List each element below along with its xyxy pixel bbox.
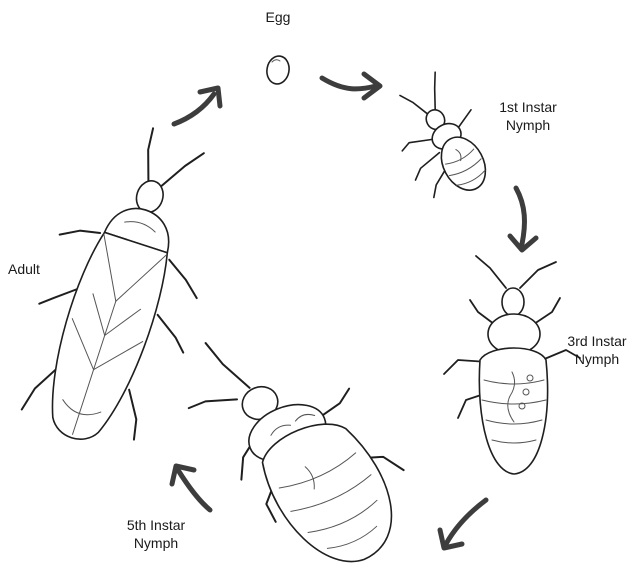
- third-instar-label-line1: 3rd Instar: [560, 332, 634, 350]
- arrow-egg-to-first-instar: [322, 74, 380, 98]
- arrow-fifth-instar-to-adult: [172, 466, 210, 510]
- first-instar-label-line2: Nymph: [488, 116, 568, 134]
- adult-label: Adult: [8, 260, 40, 278]
- fifth-instar-label-line1: 5th Instar: [118, 516, 194, 534]
- egg-label: Egg: [258, 8, 298, 26]
- fifth-instar-label: 5th Instar Nymph: [118, 516, 194, 552]
- first-instar-nymph-illustration: [375, 66, 505, 212]
- arrow-first-to-third-instar: [510, 188, 536, 250]
- adult-bug-illustration: [1, 111, 246, 462]
- egg-illustration: [265, 54, 292, 85]
- fifth-instar-nymph-illustration: [169, 292, 430, 577]
- third-instar-label-line2: Nymph: [560, 350, 634, 368]
- fifth-instar-label-line2: Nymph: [118, 534, 194, 552]
- first-instar-label: 1st Instar Nymph: [488, 98, 568, 134]
- arrow-third-to-fifth-instar: [440, 500, 486, 548]
- third-instar-label: 3rd Instar Nymph: [560, 332, 634, 368]
- first-instar-label-line1: 1st Instar: [488, 98, 568, 116]
- arrow-adult-to-egg: [174, 88, 220, 124]
